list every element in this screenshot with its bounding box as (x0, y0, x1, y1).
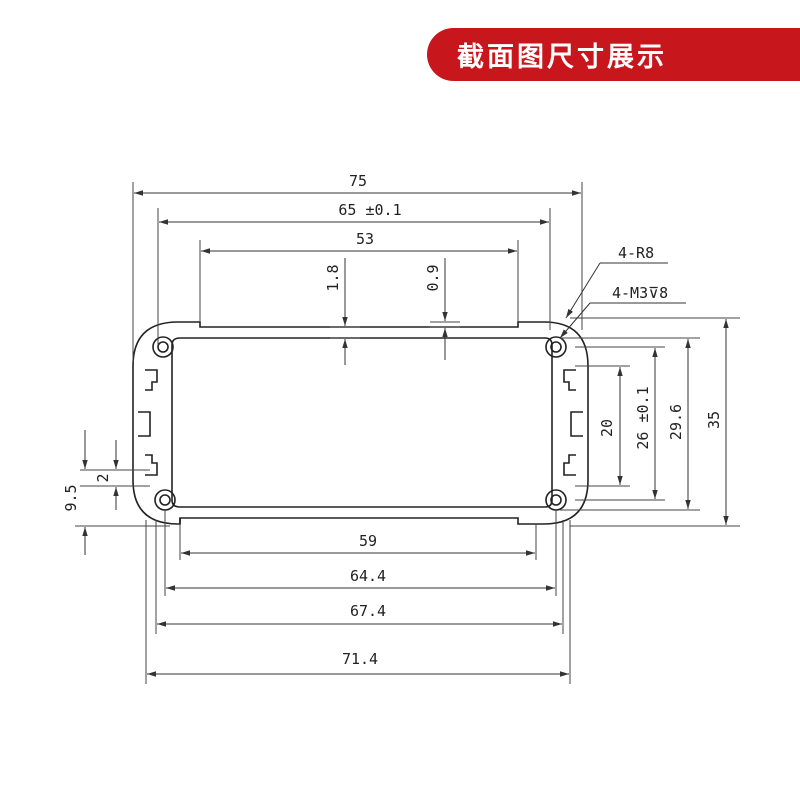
dim-29-6: 29.6 (667, 404, 685, 440)
dim-64-4: 64.4 (350, 567, 386, 585)
dim-65: 65 ±0.1 (338, 201, 401, 219)
dim-0-9: 0.9 (424, 264, 442, 291)
boss-bottom-right (545, 489, 567, 511)
dim-67-4: 67.4 (350, 602, 386, 620)
screw-bosses (152, 336, 567, 511)
dimension-labels: 75 65 ±0.1 53 1.8 0.9 4-R8 4-M3⊽8 20 26 … (62, 172, 723, 668)
dim-59: 59 (359, 532, 377, 550)
title-banner: 截面图尺寸展示 (427, 28, 800, 81)
boss-top-left (152, 336, 174, 358)
dim-2: 2 (94, 473, 112, 482)
banner-title: 截面图尺寸展示 (457, 42, 667, 73)
note-4-r8: 4-R8 (618, 244, 654, 262)
dimension-lines (82, 190, 729, 677)
dim-20: 20 (598, 419, 616, 437)
dim-26: 26 ±0.1 (634, 386, 652, 449)
boss-top-right (545, 336, 567, 358)
profile-outline (132, 321, 589, 525)
extension-lines (75, 182, 740, 684)
dim-35: 35 (705, 411, 723, 429)
dim-75: 75 (349, 172, 367, 190)
dim-1-8: 1.8 (324, 264, 342, 291)
note-4-m3: 4-M3⊽8 (612, 284, 668, 302)
dim-53: 53 (356, 230, 374, 248)
dim-9-5: 9.5 (62, 484, 80, 511)
dim-71-4: 71.4 (342, 650, 378, 668)
